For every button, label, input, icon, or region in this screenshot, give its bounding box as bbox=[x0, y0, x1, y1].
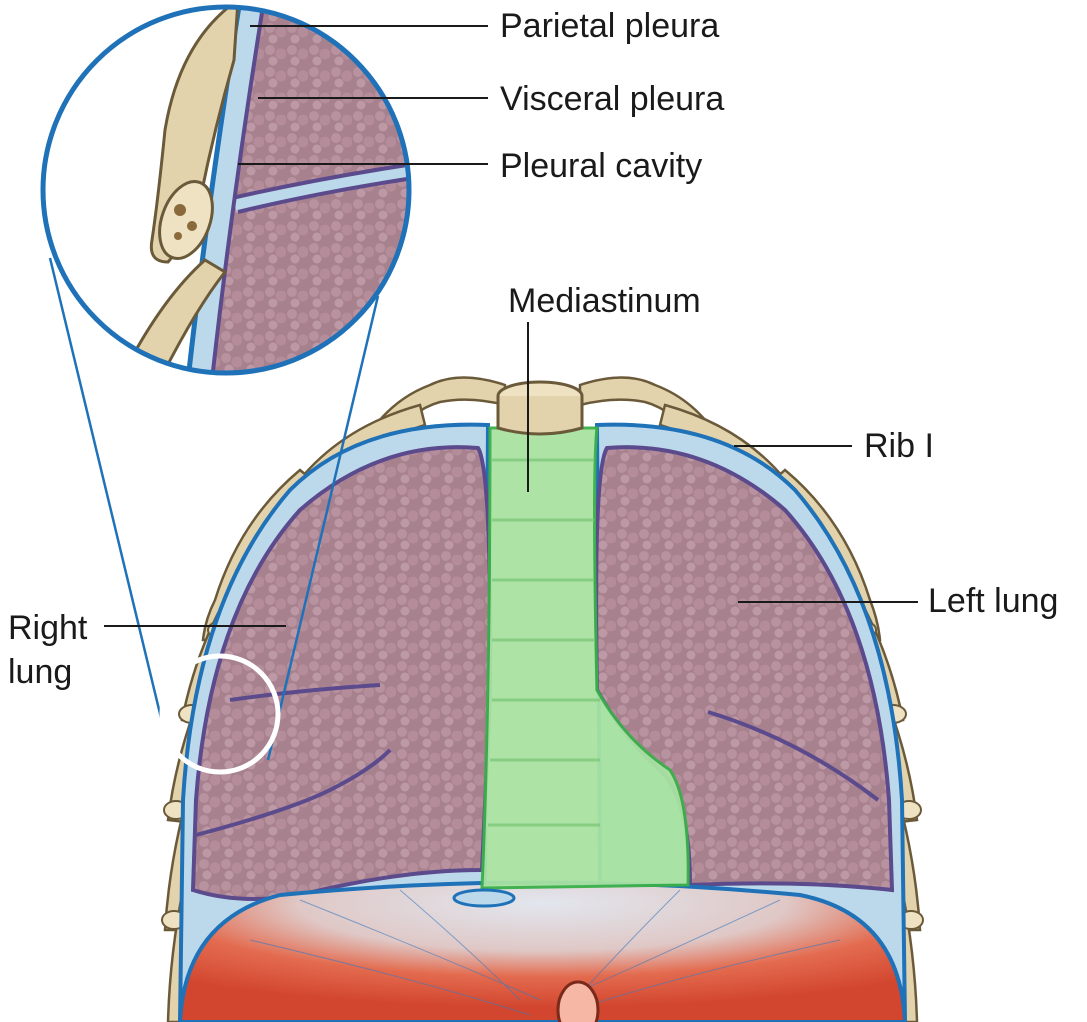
left-oblique-fissure bbox=[707, 710, 880, 802]
label-right-lung-line2: lung bbox=[8, 653, 73, 691]
label-right-lung: Right lung bbox=[8, 606, 87, 694]
label-pleural-cavity: Pleural cavity bbox=[500, 147, 703, 185]
magnified-inset bbox=[40, 4, 412, 376]
label-left-lung: Left lung bbox=[928, 582, 1059, 620]
right-horizontal-fissure bbox=[229, 683, 381, 702]
mediastinum-region bbox=[452, 380, 690, 908]
label-visceral-pleura: Visceral pleura bbox=[500, 80, 725, 118]
leader-lines bbox=[104, 25, 918, 627]
magnifier-lines bbox=[48, 257, 380, 775]
label-right-lung-line1: Right bbox=[8, 609, 88, 647]
label-mediastinum: Mediastinum bbox=[508, 282, 701, 320]
right-lung bbox=[190, 445, 493, 901]
zoom-target-ring bbox=[159, 653, 281, 775]
label-rib-i: Rib I bbox=[864, 427, 934, 465]
label-parietal-pleura: Parietal pleura bbox=[500, 7, 720, 45]
diaphragm bbox=[177, 880, 905, 1022]
right-oblique-fissure bbox=[195, 748, 392, 837]
